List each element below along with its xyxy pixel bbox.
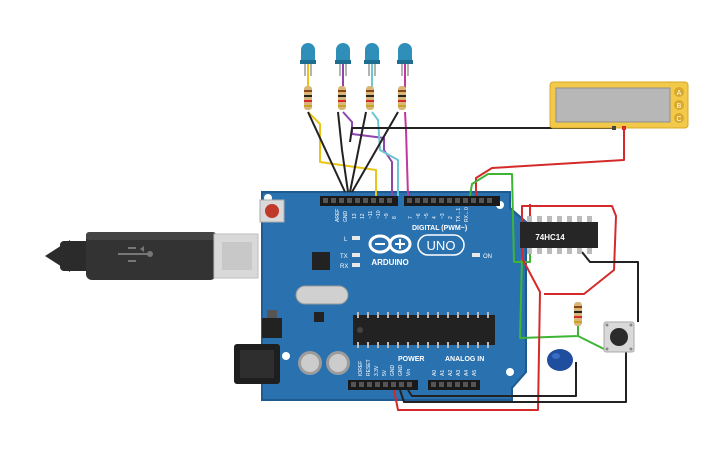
wire-black-led4[interactable] xyxy=(351,111,399,193)
svg-text:ON: ON xyxy=(483,254,492,260)
reset-button[interactable] xyxy=(259,199,285,223)
svg-text:TX: TX xyxy=(340,254,348,260)
crystal-oscillator xyxy=(295,285,349,305)
power-pin-labels: IOREF RESET 3.3V 5V GND GND Vin A0 A1 A2… xyxy=(358,359,478,376)
svg-text:~10: ~10 xyxy=(376,210,382,219)
svg-text:A4: A4 xyxy=(464,370,470,376)
pushbutton[interactable] xyxy=(603,321,635,353)
svg-text:RX←0: RX←0 xyxy=(464,207,470,222)
svg-text:Vin: Vin xyxy=(406,369,412,376)
wire-black-led1[interactable] xyxy=(307,111,346,193)
wire-black-gnd[interactable] xyxy=(399,348,627,403)
svg-text:~5: ~5 xyxy=(424,213,430,219)
wire-black-chip[interactable] xyxy=(581,251,639,322)
resistor-4[interactable] xyxy=(398,86,406,110)
svg-text:A2: A2 xyxy=(448,370,454,376)
display-pin-a: A xyxy=(677,90,682,97)
wire-black-led2[interactable] xyxy=(337,111,349,193)
digital-label: DIGITAL (PWM~) xyxy=(412,225,467,232)
led-1[interactable] xyxy=(300,43,316,64)
arduino-logo: ARDUINO UNO xyxy=(368,234,465,267)
svg-text:~11: ~11 xyxy=(368,211,374,219)
svg-text:4: 4 xyxy=(432,216,438,219)
svg-text:RESET: RESET xyxy=(366,359,372,376)
digital-pin-labels: AREF GND 13 12 ~11 ~10 ~9 8 7 ~6 ~5 4 ~3… xyxy=(335,207,470,222)
svg-text:5V: 5V xyxy=(382,369,388,376)
digital-header[interactable] xyxy=(320,196,500,206)
ceramic-capacitor[interactable] xyxy=(547,349,573,371)
model-label: UNO xyxy=(427,238,456,253)
led-resistors[interactable] xyxy=(304,86,406,110)
svg-text:IOREF: IOREF xyxy=(358,361,364,376)
svg-text:L: L xyxy=(344,237,348,243)
voltage-regulator xyxy=(262,318,282,338)
wire-red-display[interactable] xyxy=(475,124,625,196)
brand-label: ARDUINO xyxy=(371,258,408,267)
wire-cyan[interactable] xyxy=(371,62,399,196)
lcd-display[interactable]: A B C xyxy=(549,81,689,130)
display-pin-c: C xyxy=(676,116,681,123)
svg-text:~6: ~6 xyxy=(416,213,422,219)
usb-chip xyxy=(312,252,330,270)
svg-text:8: 8 xyxy=(392,216,398,219)
led-2[interactable] xyxy=(335,43,351,64)
wire-red-5v[interactable] xyxy=(393,205,617,411)
dc-power-jack[interactable] xyxy=(234,344,280,384)
wire-yellow[interactable] xyxy=(307,62,377,196)
analog-label: ANALOG IN xyxy=(445,356,484,363)
wire-black-led3[interactable] xyxy=(349,111,367,193)
svg-text:13: 13 xyxy=(352,213,358,219)
svg-text:7: 7 xyxy=(408,216,414,219)
led-3[interactable] xyxy=(364,43,380,64)
svg-text:A1: A1 xyxy=(440,370,446,376)
svg-text:12: 12 xyxy=(360,213,366,219)
svg-text:AREF: AREF xyxy=(335,209,341,222)
pullup-resistor[interactable] xyxy=(574,302,582,326)
svg-text:GND: GND xyxy=(390,365,396,377)
board-capacitors xyxy=(298,351,350,375)
svg-text:A5: A5 xyxy=(472,370,478,376)
ic-74hc14[interactable]: 74HC14 xyxy=(520,216,598,254)
power-header[interactable] xyxy=(348,380,480,390)
resistor-2[interactable] xyxy=(338,86,346,110)
wire-green-1[interactable] xyxy=(469,173,531,263)
status-leds: L TX RX ON xyxy=(340,236,492,270)
led-array[interactable] xyxy=(300,43,413,76)
svg-text:A3: A3 xyxy=(456,370,462,376)
svg-text:~3: ~3 xyxy=(440,213,446,219)
led-4[interactable] xyxy=(397,43,413,64)
svg-text:GND: GND xyxy=(398,365,404,377)
svg-text:TX→1: TX→1 xyxy=(456,208,462,222)
display-pin-b: B xyxy=(677,103,682,110)
svg-text:2: 2 xyxy=(448,216,454,219)
arduino-board: ARDUINO UNO L TX RX ON xyxy=(234,191,527,401)
wire-black-cap[interactable] xyxy=(407,362,577,397)
svg-text:~9: ~9 xyxy=(384,213,390,219)
power-label: POWER xyxy=(398,356,424,363)
svg-text:3.3V: 3.3V xyxy=(374,365,380,376)
resistor-3[interactable] xyxy=(366,86,374,110)
chip-label: 74HC14 xyxy=(535,233,565,242)
resistor-1[interactable] xyxy=(304,86,312,110)
usb-cable[interactable] xyxy=(45,232,259,280)
svg-text:GND: GND xyxy=(343,211,349,223)
wire-green-2[interactable] xyxy=(519,257,579,339)
svg-text:RX: RX xyxy=(340,264,348,270)
atmega-chip xyxy=(353,312,495,348)
svg-text:A0: A0 xyxy=(432,370,438,376)
wire-magenta[interactable] xyxy=(404,62,409,197)
